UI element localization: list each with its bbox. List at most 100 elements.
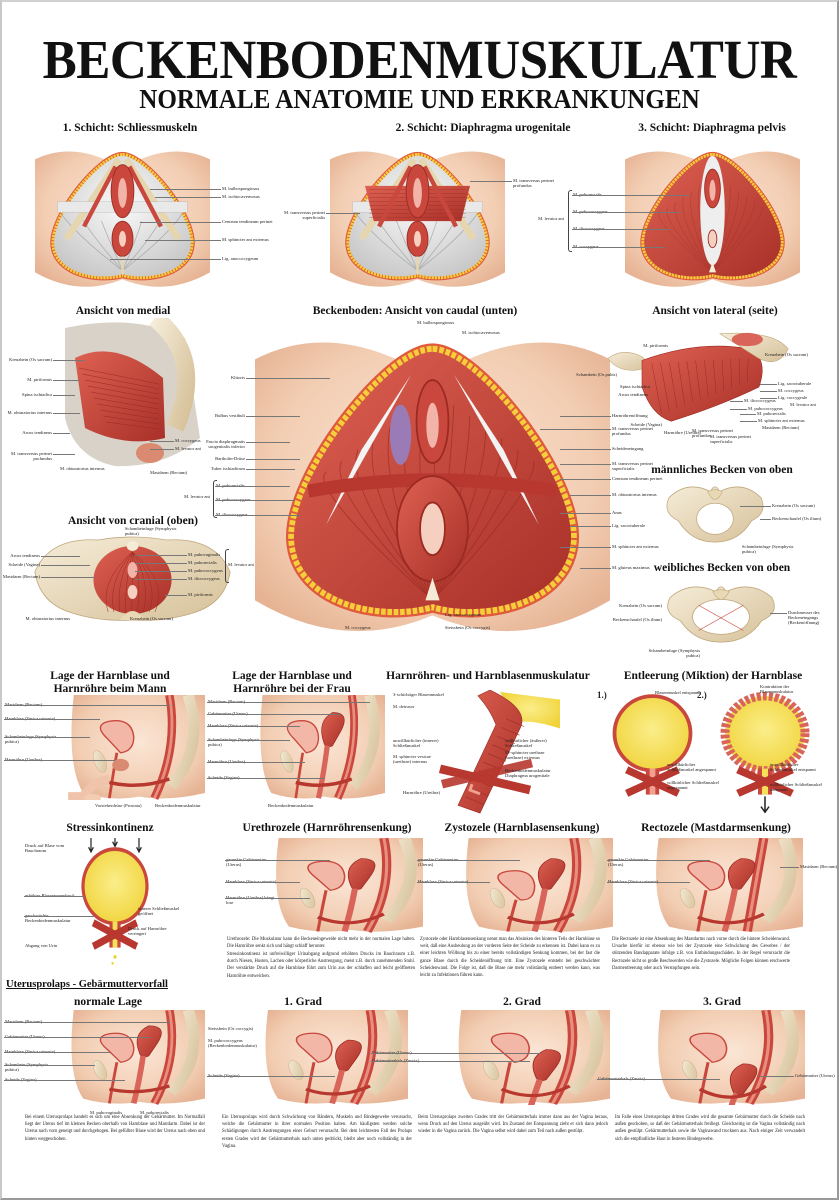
label: Lig. anococcygeum [445, 612, 482, 617]
layer1-illustration [35, 140, 210, 290]
label: M. levator ani [538, 216, 564, 221]
label: 1.) [597, 690, 607, 700]
leader-line [246, 415, 300, 417]
heading-prolapse: Uterusprolaps - Gebärmuttervorfall [6, 979, 168, 990]
layer2-illustration [330, 140, 505, 290]
leader-line [150, 448, 174, 450]
leader-line [760, 383, 777, 385]
miction-illustration [605, 685, 700, 815]
label: willkürlicher Schließmuskel angespannt [667, 780, 719, 791]
leader-line [417, 859, 520, 861]
leader-line [572, 246, 665, 248]
label: M. sphincter ani externus [612, 544, 659, 549]
leader-line [560, 478, 611, 480]
label: M. transversus perinei profundus [513, 178, 554, 189]
leader-line [207, 713, 340, 715]
label: M. sphincter ani externus [222, 237, 269, 242]
prolapse-normal-illustration [55, 1010, 205, 1105]
male-bladder-illustration [55, 695, 205, 800]
label: M. obturatorius internus [612, 492, 657, 497]
cystocele-illustration [448, 838, 613, 933]
leader-line [560, 463, 611, 465]
label: Fascia diaphragmatis urogenitalis inferi… [206, 439, 245, 450]
rectocele-paragraph: Die Rectozele ist eine Absenkung des Mas… [612, 937, 790, 971]
label: Harnröhrenöffnung [612, 413, 648, 418]
label: M. ischiocavernosus [462, 330, 500, 335]
heading-prolapse-grade1: 1. Grad [284, 996, 322, 1008]
leader-line [207, 761, 305, 763]
leader-line [53, 412, 80, 414]
female-bladder-illustration [245, 695, 385, 800]
leader-line [560, 415, 611, 417]
label: Druck auf Blase vom Bauchraum [25, 843, 65, 854]
poster-title: BECKENBODENMUSKULATUR [42, 29, 797, 90]
label: innerer Schließmuskel geöffnet [138, 906, 180, 917]
leader-line [560, 448, 611, 450]
female-pelvis-illustration [660, 578, 782, 646]
leader-line [110, 258, 221, 260]
label: Centrum tendineum perinei [222, 219, 273, 224]
leader-line [41, 555, 80, 557]
leader-line [4, 736, 90, 738]
urethrocele-paragraph: Stressinkontinenz ist unfreiwilliger Uri… [227, 952, 415, 979]
leader-line [597, 1078, 720, 1080]
leader-line [570, 494, 611, 496]
leader-line [572, 194, 690, 196]
label: Bulbus vestibuli [215, 413, 245, 418]
leader-line [572, 228, 670, 230]
layer3-brace [568, 190, 572, 252]
label: Schambeinfuge (Symphysis pubica) [648, 648, 700, 659]
label: M. levator ani [184, 494, 210, 499]
label: M. transversus perinei superficialis [710, 434, 751, 445]
label: M. transversus perinei superficialis [284, 210, 325, 221]
heading-layer3: 3. Schicht: Diaphragma pelvis [638, 122, 786, 134]
leader-line [760, 397, 777, 399]
leader-line [53, 432, 70, 434]
label: Kontraktion der Blasenmuskulatur [760, 684, 794, 695]
caudal-brace [213, 480, 217, 518]
leader-line [225, 897, 310, 899]
label: M. obturatorius internus [60, 466, 105, 471]
leader-line [24, 915, 95, 917]
label: Blasenmuskel entspannt [655, 690, 700, 695]
label: M. pubovaginalis [188, 552, 221, 557]
leader-line [470, 180, 512, 182]
label: Mastdarm (Rectum) [2, 574, 40, 579]
prolapse-grade3-paragraph: Im Falle eines Uterusprolaps dritten Gra… [615, 1115, 805, 1142]
male-pelvis-illustration [660, 478, 770, 546]
label: Harnröhre (Urethra) [402, 790, 440, 795]
label: Scheide (Vagina) [8, 562, 40, 567]
leader-line [371, 1052, 540, 1054]
leader-line [145, 239, 221, 241]
label: M. detrusor [393, 704, 415, 709]
label: Kreuzbein (Os sacrum) [9, 357, 52, 362]
label: Klitoris [230, 375, 245, 380]
label: M. sphincter urethrae (urethrae) externu… [505, 750, 545, 761]
heading-musculature: Harnröhren- und Harnblasenmuskulatur [386, 670, 590, 682]
leader-line [607, 859, 710, 861]
label: Steissbein (Os coccygis) [445, 625, 491, 630]
leader-line [246, 441, 290, 443]
label: Abgang von Urin [25, 943, 58, 948]
leader-line [207, 725, 300, 727]
leader-line [53, 394, 75, 396]
label: M. pubovaginalis [90, 1110, 123, 1115]
heading-cranial: Ansicht von cranial (oben) [67, 515, 199, 527]
label: M. coccygeus [345, 625, 371, 630]
medial-illustration [55, 318, 205, 468]
leader-line [53, 453, 75, 455]
leader-line [150, 188, 221, 190]
rectocele-illustration [638, 838, 803, 933]
heading-male-bladder: Lage der Harnblase und Harnröhre beim Ma… [50, 670, 170, 695]
heading-urethrocele: Urethrozele (Harnröhrensenkung) [242, 822, 412, 834]
label: 3-schichtiger Blasenmuskel [393, 692, 444, 697]
label: Kreuzbein (Os sacrum) [619, 603, 662, 608]
leader-line [540, 428, 611, 430]
label: Arcus tendineus [618, 392, 648, 397]
label: Kreuzbein (Os sacrum) [765, 352, 808, 357]
heading-female-bladder: Lage der Harnblase und Harnröhre bei der… [232, 670, 352, 695]
heading-female-pelvis: weibliches Becken von oben [653, 562, 791, 574]
urethrocele-illustration [258, 838, 423, 933]
prolapse-grade1-illustration [248, 1010, 408, 1105]
